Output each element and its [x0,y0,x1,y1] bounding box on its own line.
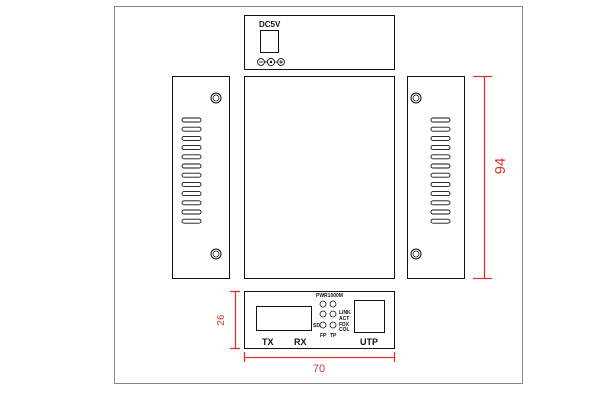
vent-slot [181,135,202,141]
fdx-label: FDX [339,322,350,328]
led-indicator-icon [319,321,327,329]
width-dimension-label: 70 [313,363,325,375]
fiber-port [256,306,312,331]
vent-slot [181,117,202,123]
vent-slot [430,218,451,224]
vent-slot [181,218,202,224]
led-indicator-icon [319,300,327,308]
led-indicator-icon [329,321,337,329]
screw-hole-icon [210,248,222,260]
rx-label: RX [294,337,307,347]
tx-label: TX [262,337,274,347]
power-panel: DC5V [244,15,395,70]
vent-slot [430,209,451,215]
drawing-frame [114,6,523,384]
vent-slot [430,191,451,197]
dc-label: DC5V [259,20,281,29]
vent-slot [181,191,202,197]
height-dimension [473,75,492,280]
vent-slot [181,163,202,169]
link-label: LINK [339,310,351,316]
right-bracket [407,76,465,279]
utp-port [354,300,385,333]
sd-label: SD [313,323,320,329]
vent-slot [430,145,451,151]
width-dimension [243,352,396,362]
panel-height-dimension [230,290,240,350]
vent-slot [181,181,202,187]
tp-label: TP [330,333,337,339]
vent-slot [181,209,202,215]
col-label: COL [339,327,350,333]
left-bracket [172,76,230,279]
vent-slot [181,172,202,178]
screw-hole-icon [210,92,222,104]
vent-slot [181,154,202,160]
vent-slot [181,200,202,206]
vent-slot [430,154,451,160]
vent-slot [430,135,451,141]
dc-jack [260,30,279,53]
main-body [244,76,395,279]
fp-label: FP [320,333,327,339]
pwr-label: PWR1000M [316,293,343,299]
vent-slot [181,126,202,132]
vent-slot [430,163,451,169]
vent-slot [430,181,451,187]
vent-slot [430,200,451,206]
act-label: ACT [339,316,349,322]
vent-slot [430,117,451,123]
screw-hole-icon [410,92,422,104]
height-dimension-label: 94 [492,158,509,175]
vent-slot [181,145,202,151]
vent-slots [181,117,202,224]
vent-slot [430,172,451,178]
vent-slot [430,126,451,132]
polarity-icon [257,57,285,67]
led-indicator-icon [329,310,337,318]
screw-hole-icon [410,248,422,260]
panel-height-dimension-label: 26 [216,314,227,326]
led-indicator-icon [329,300,337,308]
led-indicator-icon [319,310,327,318]
utp-label: UTP [360,337,378,347]
front-panel: PWR1000M LINK ACT FDX COL SD FP TP TX RX… [244,291,395,349]
vent-slots [430,117,451,224]
